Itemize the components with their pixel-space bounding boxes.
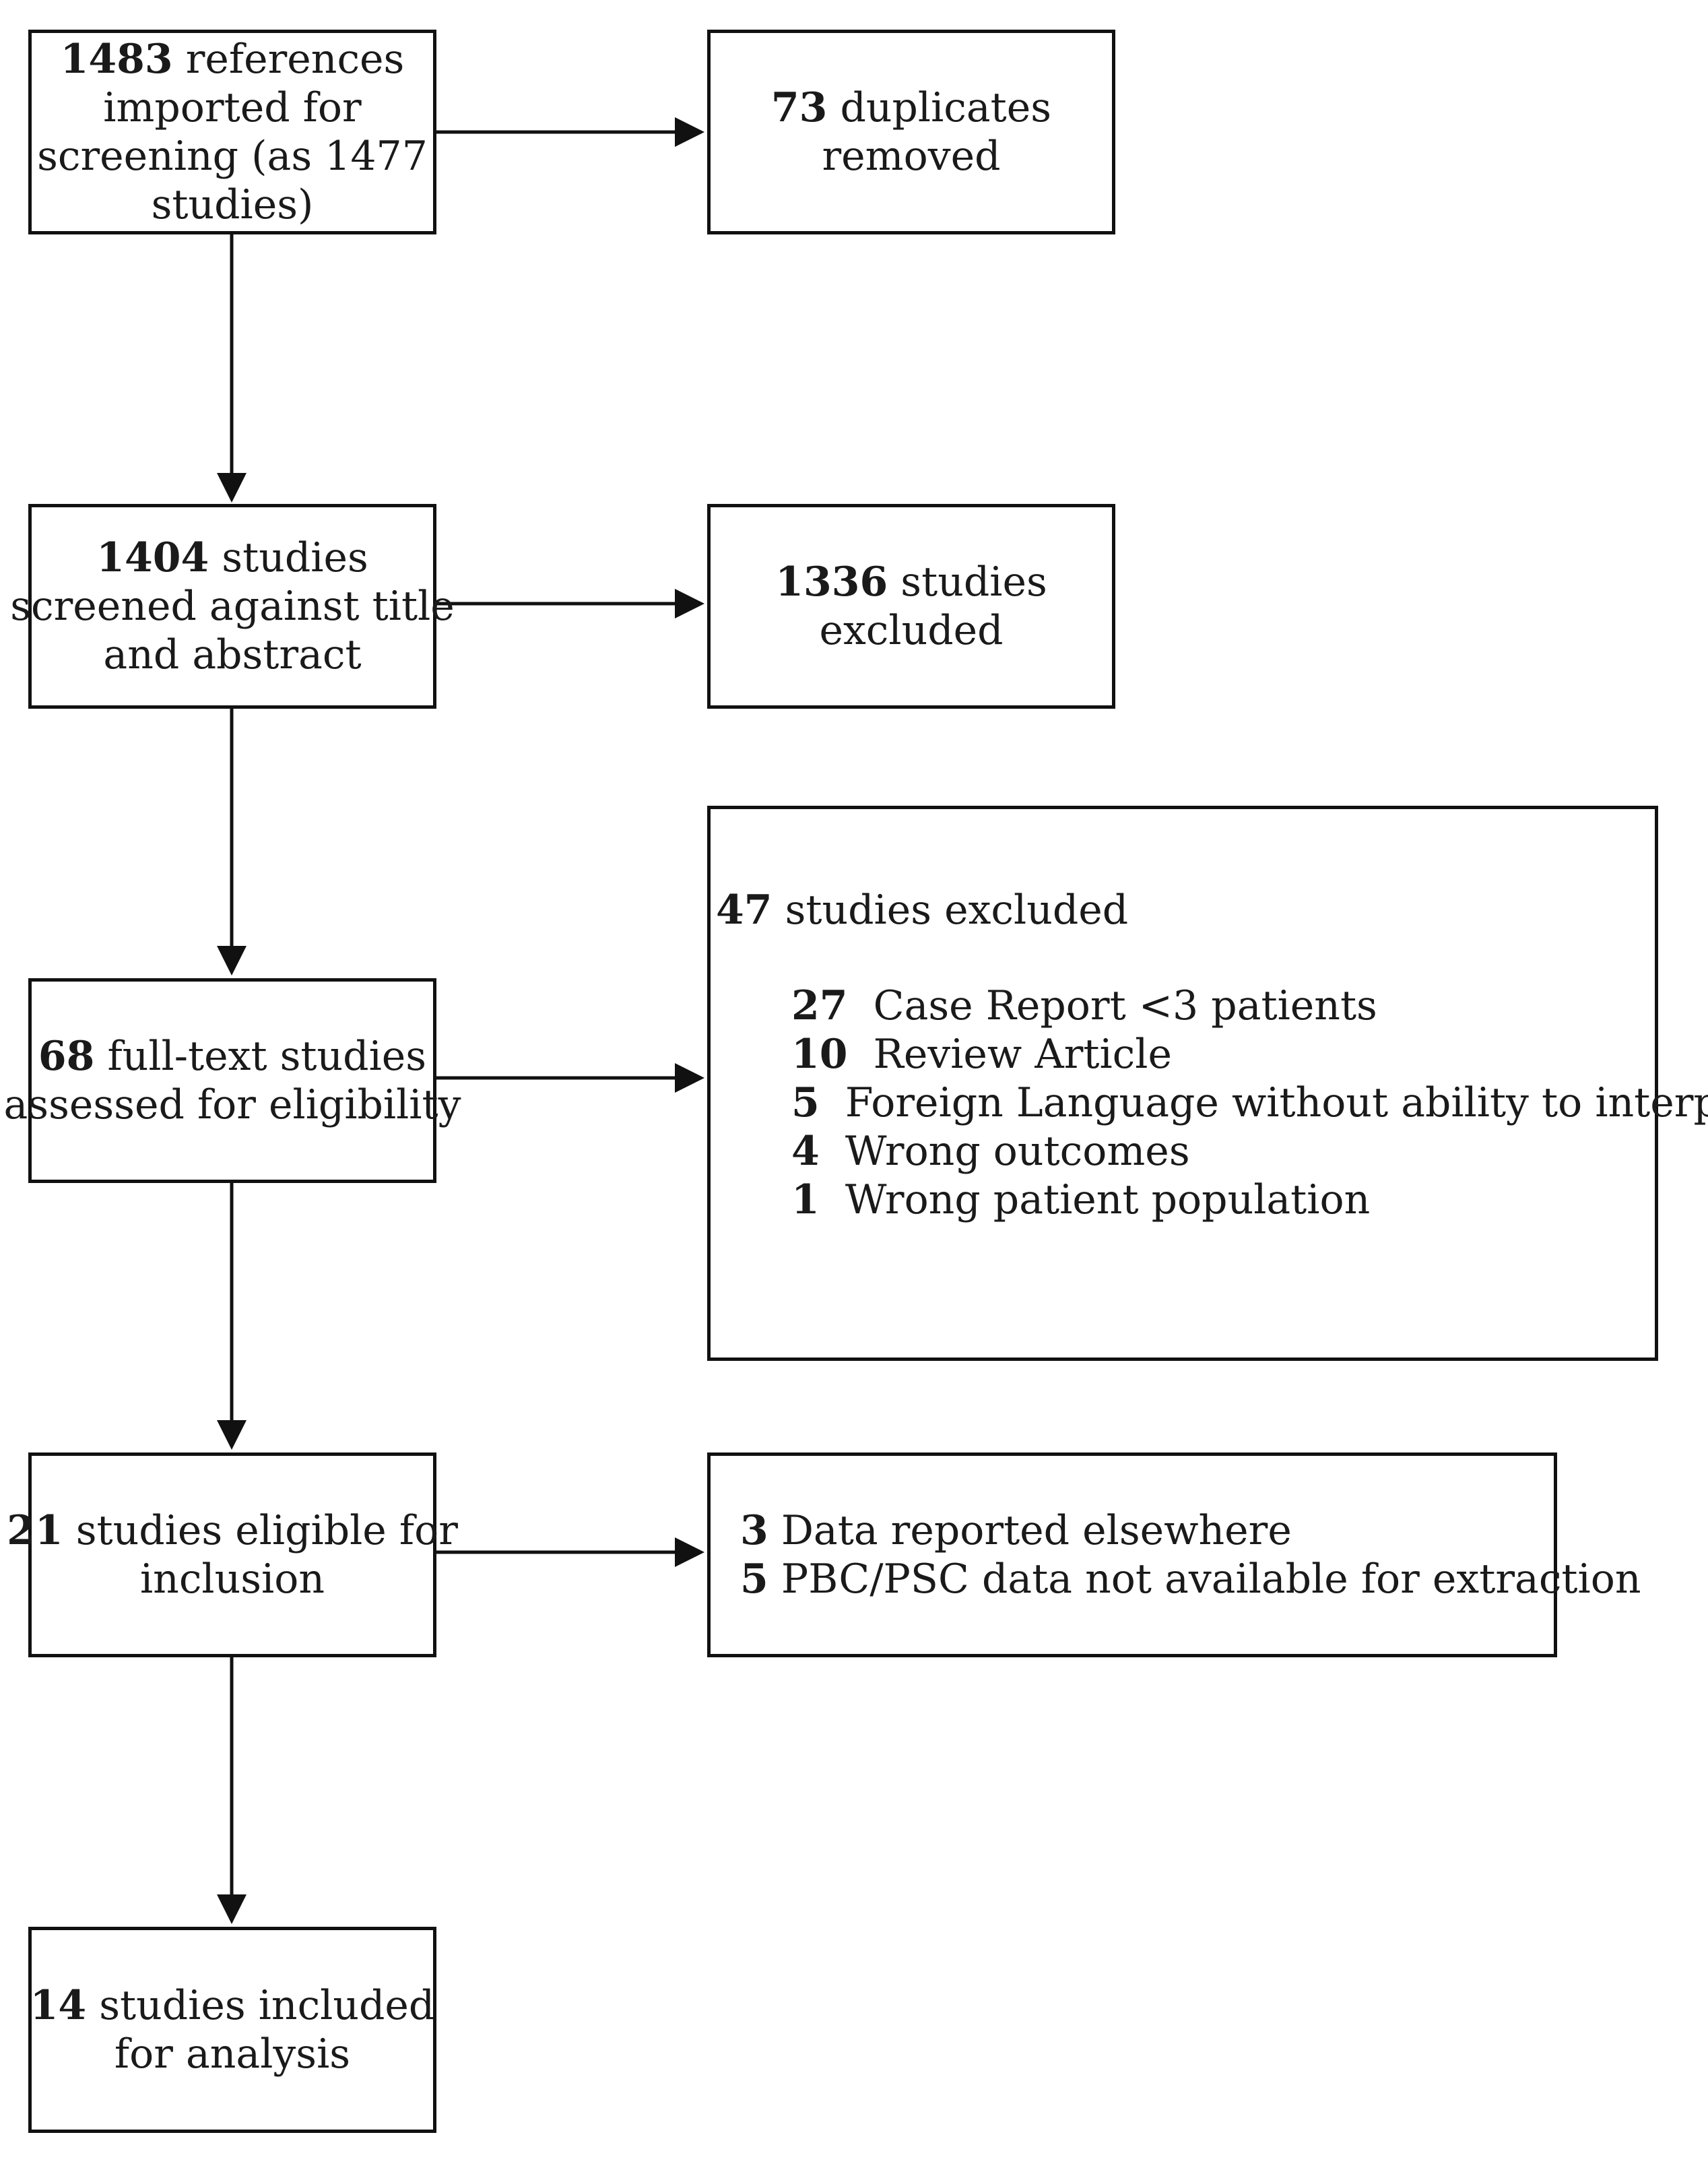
excluded-screening-text-1: studies (888, 558, 1047, 606)
imported-text-3: screening (as 1477 (37, 133, 428, 180)
arrowhead-down-3 (217, 1420, 247, 1450)
reason-label: Wrong patient population (845, 1176, 1371, 1223)
arrowhead-right-3 (675, 1063, 704, 1093)
screened-text-1: studies (209, 534, 368, 581)
imported-text-4: studies) (151, 181, 314, 228)
exclusion-reason: 4 Wrong outcomes (791, 1127, 1708, 1176)
arrowhead-right-4 (675, 1537, 704, 1567)
eligible-count: 21 (7, 1507, 63, 1554)
exclusion-reasons-list: 27 Case Report <3 patients 10 Review Art… (716, 982, 1708, 1224)
arrowhead-right-1 (675, 117, 704, 147)
duplicates-count: 73 (770, 84, 828, 131)
reason-count: 27 (791, 982, 848, 1029)
not-extracted-reason: 5 PBC/PSC data not available for extract… (740, 1555, 1641, 1603)
box-fulltext-assessed: 68 full-text studies assessed for eligib… (4, 978, 461, 1183)
reason-count: 10 (791, 1031, 848, 1078)
reason-count: 5 (740, 1556, 768, 1603)
box-data-not-extracted: 3 Data reported elsewhere 5 PBC/PSC data… (707, 1452, 1641, 1657)
excluded-screening-text-2: excluded (819, 607, 1004, 654)
box-studies-eligible: 21 studies eligible for inclusion (7, 1452, 458, 1657)
fulltext-text-1: full-text studies (94, 1033, 427, 1080)
arrowhead-down-2 (217, 946, 247, 976)
screened-count: 1404 (96, 534, 209, 581)
fulltext-count: 68 (38, 1033, 95, 1080)
excluded-fulltext-text-1: studies excluded (772, 887, 1129, 934)
exclusion-reason: 1 Wrong patient population (791, 1176, 1708, 1224)
eligible-text-1: studies eligible for (63, 1507, 458, 1554)
imported-text-1: references (172, 36, 405, 83)
included-text-2: for analysis (114, 2031, 351, 2078)
screened-text-2: screened against title (10, 583, 455, 630)
not-extracted-reason: 3 Data reported elsewhere (740, 1506, 1292, 1555)
eligible-text-2: inclusion (139, 1556, 325, 1603)
box-studies-included: 14 studies included for analysis (28, 1927, 436, 2133)
exclusion-reason: 5 Foreign Language without ability to in… (791, 1079, 1708, 1127)
excluded-screening-count: 1336 (775, 558, 888, 606)
box-studies-screened: 1404 studies screened against title and … (10, 504, 455, 709)
fulltext-text-2: assessed for eligibility (3, 1081, 461, 1128)
reason-count: 3 (740, 1507, 768, 1554)
reason-count: 5 (791, 1079, 820, 1126)
box-studies-excluded-fulltext: 47 studies excluded 27 Case Report <3 pa… (707, 806, 1708, 1361)
reason-label: Review Article (873, 1031, 1172, 1078)
box-studies-excluded-screening: 1336 studies excluded (707, 504, 1115, 709)
included-text-1: studies included (86, 1982, 435, 2029)
reason-label: Data reported elsewhere (781, 1507, 1292, 1554)
reason-label: Wrong outcomes (845, 1128, 1190, 1175)
imported-text-2: imported for (103, 84, 362, 131)
arrowhead-down-4 (217, 1894, 247, 1924)
box-references-imported: 1483 references imported for screening (… (28, 30, 436, 234)
imported-count: 1483 (60, 36, 173, 83)
screened-text-3: and abstract (103, 631, 362, 678)
included-count: 14 (30, 1982, 87, 2029)
reason-count: 1 (791, 1176, 820, 1223)
reason-count: 4 (791, 1128, 820, 1175)
box-duplicates-removed: 73 duplicates removed (707, 30, 1115, 234)
reason-label: Case Report <3 patients (873, 982, 1377, 1029)
arrowhead-down-1 (217, 473, 247, 503)
excluded-fulltext-count: 47 (716, 887, 773, 934)
duplicates-text-2: removed (822, 133, 1001, 180)
duplicates-text-1: duplicates (827, 84, 1052, 131)
reason-label: Foreign Language without ability to inte… (845, 1079, 1708, 1126)
arrowhead-right-2 (675, 589, 704, 618)
exclusion-reason: 27 Case Report <3 patients (791, 982, 1708, 1030)
reason-label: PBC/PSC data not available for extractio… (781, 1556, 1641, 1603)
exclusion-reason: 10 Review Article (791, 1030, 1708, 1079)
